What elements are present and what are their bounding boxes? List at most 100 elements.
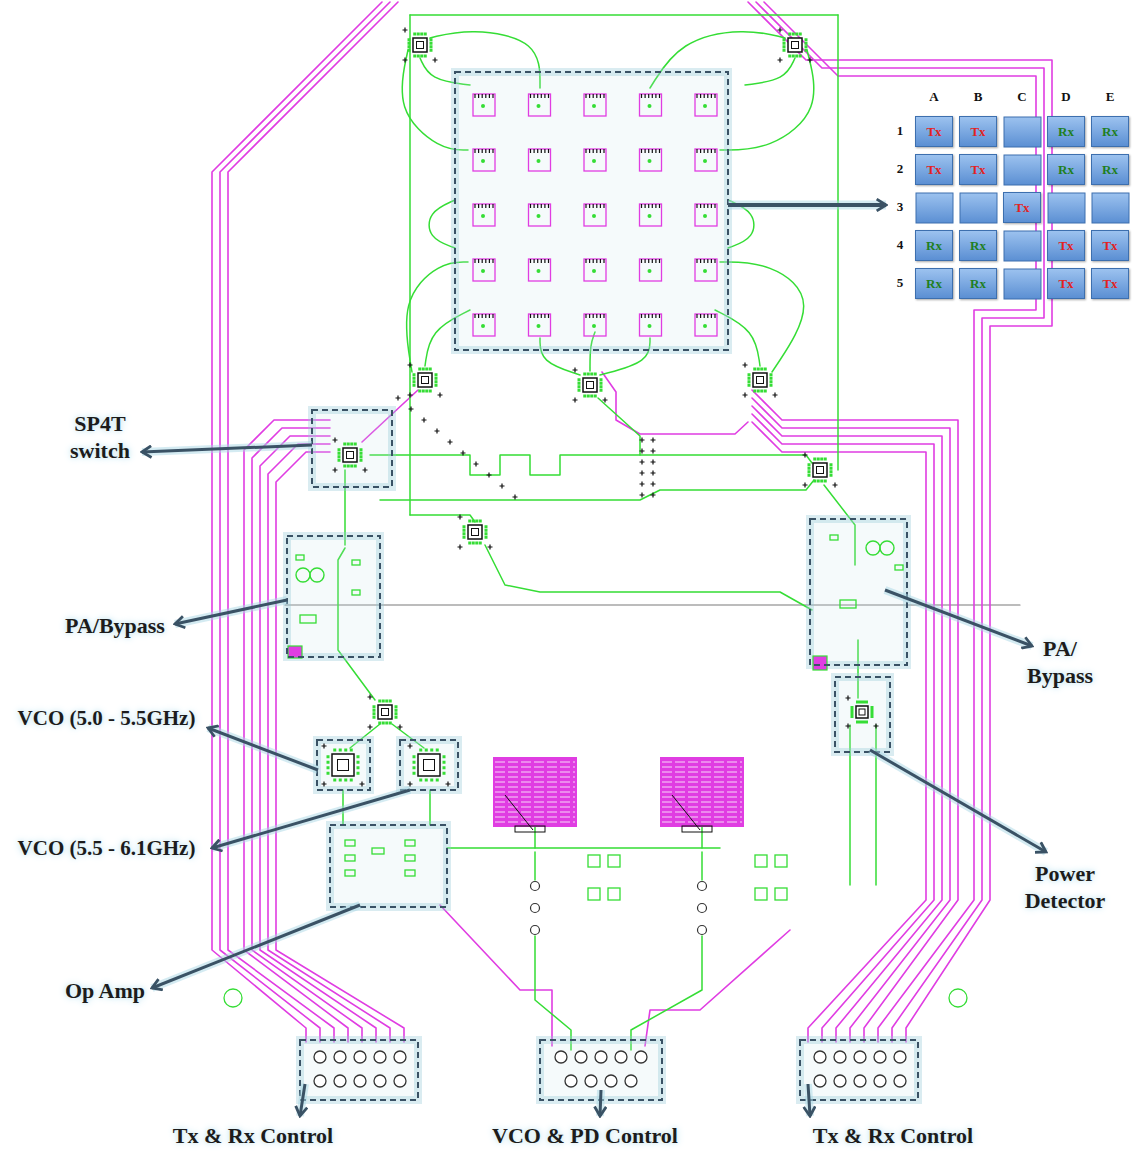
ic-pin [419, 779, 422, 782]
passive-part [345, 855, 355, 861]
pad-tick [485, 149, 486, 153]
pad-tick [485, 204, 486, 208]
ic-paddle [424, 760, 435, 771]
ic-pin [418, 368, 421, 371]
leader-glow [808, 1084, 810, 1116]
block-hatch [662, 772, 742, 773]
test-point [698, 904, 707, 913]
connector-pin [374, 1075, 386, 1087]
ic-body [583, 378, 597, 392]
pad-tick [489, 259, 490, 263]
passive-part [608, 888, 620, 900]
cell-role: Tx [1102, 238, 1117, 253]
ic-pin [424, 33, 427, 36]
control-trace [752, 414, 934, 1042]
ic-pin [338, 452, 341, 455]
rf-trace [837, 15, 839, 470]
pad-tick [492, 204, 493, 208]
block-hatch [662, 802, 742, 803]
ic-pin [443, 755, 446, 758]
ic-pin [753, 390, 756, 393]
region-outline [287, 536, 380, 657]
region-glow [317, 740, 370, 790]
ic-pin [333, 779, 336, 782]
pad-tick [652, 149, 653, 153]
antenna-pad [529, 94, 551, 116]
ic-pin [385, 700, 388, 703]
ic-pin [788, 33, 791, 36]
row-number: 4 [892, 237, 908, 253]
antenna-pad [640, 204, 662, 226]
pad-tick [704, 94, 705, 98]
via-mark [438, 393, 443, 398]
pad-tick [696, 314, 697, 318]
leader-glow [300, 1084, 305, 1116]
via-mark [398, 725, 403, 730]
via-mark [573, 398, 578, 403]
antenna-cell: Tx [915, 154, 953, 185]
power-block [493, 757, 577, 827]
ic-pin [485, 525, 488, 528]
connector-pin [565, 1075, 577, 1087]
passive-part [588, 855, 600, 867]
antenna-pad [640, 314, 662, 336]
pad-feed [703, 269, 707, 273]
ic-pin [350, 749, 353, 752]
empty-cell [960, 193, 997, 223]
pad-feed [648, 269, 652, 273]
connector-pin [814, 1075, 826, 1087]
ic-pin [792, 55, 795, 58]
ic-pin [757, 368, 760, 371]
ic-pin [378, 700, 381, 703]
region-glow [287, 536, 380, 657]
via-mark [743, 363, 748, 368]
control-trace [268, 444, 390, 1042]
ic-pin [327, 766, 330, 769]
connector-pin [874, 1075, 886, 1087]
cell-role: Tx [926, 124, 941, 139]
pad-feed [481, 324, 485, 328]
pad-tick [714, 149, 715, 153]
connector-pin [854, 1075, 866, 1087]
antenna-pad [640, 94, 662, 116]
rf-trace [701, 827, 703, 848]
pad-tick [485, 259, 486, 263]
ic-pin [373, 712, 376, 715]
connector-pin [354, 1075, 366, 1087]
rf-trace [535, 936, 571, 1050]
pad-tick [482, 94, 483, 98]
cell-role: Tx [926, 162, 941, 177]
ic-pin [443, 766, 446, 769]
pad-feed [592, 214, 596, 218]
ic-chip [748, 368, 773, 393]
via-mark [651, 460, 656, 465]
pad-tick [704, 259, 705, 263]
via-mark [500, 484, 505, 489]
region-outline [400, 740, 458, 790]
connector-pin [334, 1075, 346, 1087]
ic-pin [760, 368, 763, 371]
pa-coil [310, 568, 324, 582]
pad-tick [489, 204, 490, 208]
pad-tick [644, 94, 645, 98]
pad-tick [603, 314, 604, 318]
ic-pin [408, 45, 411, 48]
region-outline [800, 1040, 918, 1100]
ic-body [856, 706, 868, 718]
ic-body [753, 373, 767, 387]
region-glow [330, 825, 447, 907]
pad-tick [696, 94, 697, 98]
ic-pin [472, 520, 475, 523]
pad-tick [603, 204, 604, 208]
leader-arrow [208, 728, 318, 770]
antenna-pad [473, 149, 495, 171]
region-glow [835, 677, 890, 752]
cell-role: Tx [1014, 200, 1029, 215]
leader-glow [212, 790, 410, 848]
antenna-pad [473, 204, 495, 226]
ic-pin [770, 377, 773, 380]
pad-tick [537, 149, 538, 153]
ic-pin [443, 761, 446, 764]
via-mark [803, 483, 808, 488]
via-mark [773, 393, 778, 398]
